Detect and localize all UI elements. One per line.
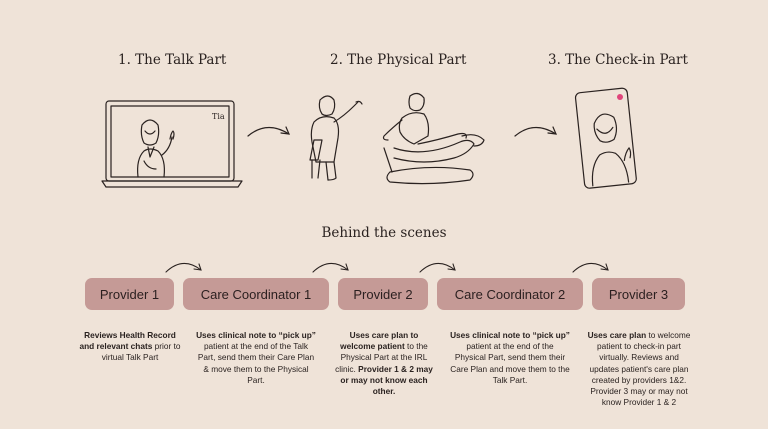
role-description-care-coordinator-1: Uses clinical note to “pick up” patient … bbox=[196, 330, 316, 386]
step-title-checkin: 3. The Check-in Part bbox=[548, 52, 688, 68]
clinic-exam-illustration bbox=[298, 88, 498, 193]
laptop-video-call-illustration bbox=[100, 95, 245, 195]
role-description-provider-2: Uses care plan to welcome patient to the… bbox=[334, 330, 434, 397]
role-box-provider-3: Provider 3 bbox=[592, 278, 685, 310]
role-box-provider-1: Provider 1 bbox=[85, 278, 174, 310]
role-description-provider-3: Uses care plan to welcome patient to che… bbox=[586, 330, 692, 408]
flow-arrow-icon bbox=[245, 120, 295, 147]
description-text: to welcome patient to check-in part virt… bbox=[590, 330, 691, 407]
step-title-physical: 2. The Physical Part bbox=[330, 52, 466, 68]
description-text: patient at the end of the Physical Part,… bbox=[450, 341, 569, 385]
notification-dot bbox=[617, 94, 623, 100]
laptop-logo: Tia bbox=[212, 112, 225, 121]
role-box-care-coordinator-1: Care Coordinator 1 bbox=[183, 278, 329, 310]
description-bold-text: Uses care plan bbox=[588, 330, 647, 340]
phone-checkin-illustration bbox=[568, 84, 648, 194]
description-bold-text: Uses clinical note to “pick up” bbox=[450, 330, 570, 340]
role-description-provider-1: Reviews Health Record and relevant chats… bbox=[78, 330, 182, 364]
role-box-care-coordinator-2: Care Coordinator 2 bbox=[437, 278, 583, 310]
step-title-talk: 1. The Talk Part bbox=[118, 52, 226, 68]
description-text: patient at the end of the Talk Part, sen… bbox=[198, 341, 314, 385]
behind-the-scenes-heading: Behind the scenes bbox=[0, 225, 768, 241]
flow-arrow-icon bbox=[512, 120, 562, 147]
description-bold-text: Uses clinical note to “pick up” bbox=[196, 330, 316, 340]
role-description-care-coordinator-2: Uses clinical note to “pick up” patient … bbox=[450, 330, 570, 386]
role-box-provider-2: Provider 2 bbox=[338, 278, 428, 310]
